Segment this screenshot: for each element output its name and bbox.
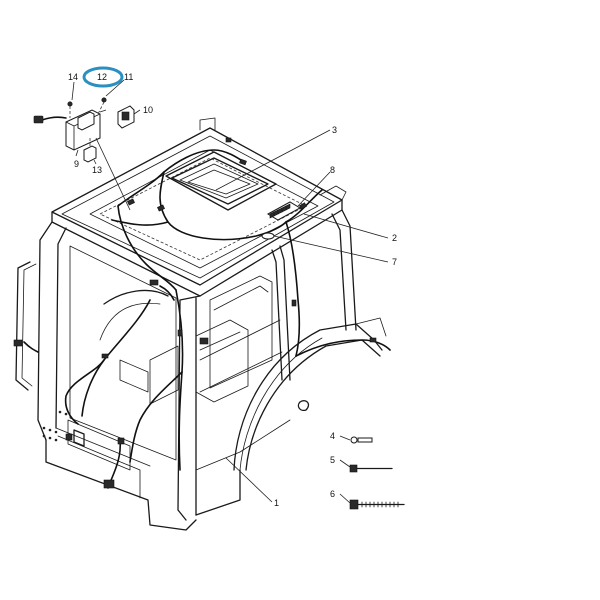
cab-frame [15,117,387,531]
callout-9[interactable]: 9 [74,159,79,169]
callout-8[interactable]: 8 [330,165,335,175]
callout-5[interactable]: 5 [330,455,335,465]
highlight-ring-callout-12 [82,66,124,88]
wire-harness [23,149,391,489]
callout-6[interactable]: 6 [330,489,335,499]
switch-bracket-assembly [33,97,131,211]
fastener-5 [349,464,393,473]
callout-12[interactable]: 12 [97,72,107,82]
callout-1[interactable]: 1 [274,498,279,508]
roof-hatch [165,151,277,211]
callout-10[interactable]: 10 [143,105,153,115]
callout-4[interactable]: 4 [330,431,335,441]
callouts: 1 2 3 4 5 6 7 8 9 10 11 12 13 14 [68,72,397,508]
callout-14[interactable]: 14 [68,72,78,82]
panel-dots [42,410,68,442]
callout-7[interactable]: 7 [392,257,397,267]
junction-box [266,201,302,221]
harness-clips [13,137,377,489]
roof-connector [261,232,275,240]
callout-3[interactable]: 3 [332,125,337,135]
callout-11[interactable]: 11 [124,72,133,82]
leader-lines [71,79,389,504]
fastener-6 [349,499,405,510]
callout-13[interactable]: 13 [92,165,102,175]
callout-2[interactable]: 2 [392,233,397,243]
switch-cover [117,105,135,129]
fastener-4 [350,436,373,444]
